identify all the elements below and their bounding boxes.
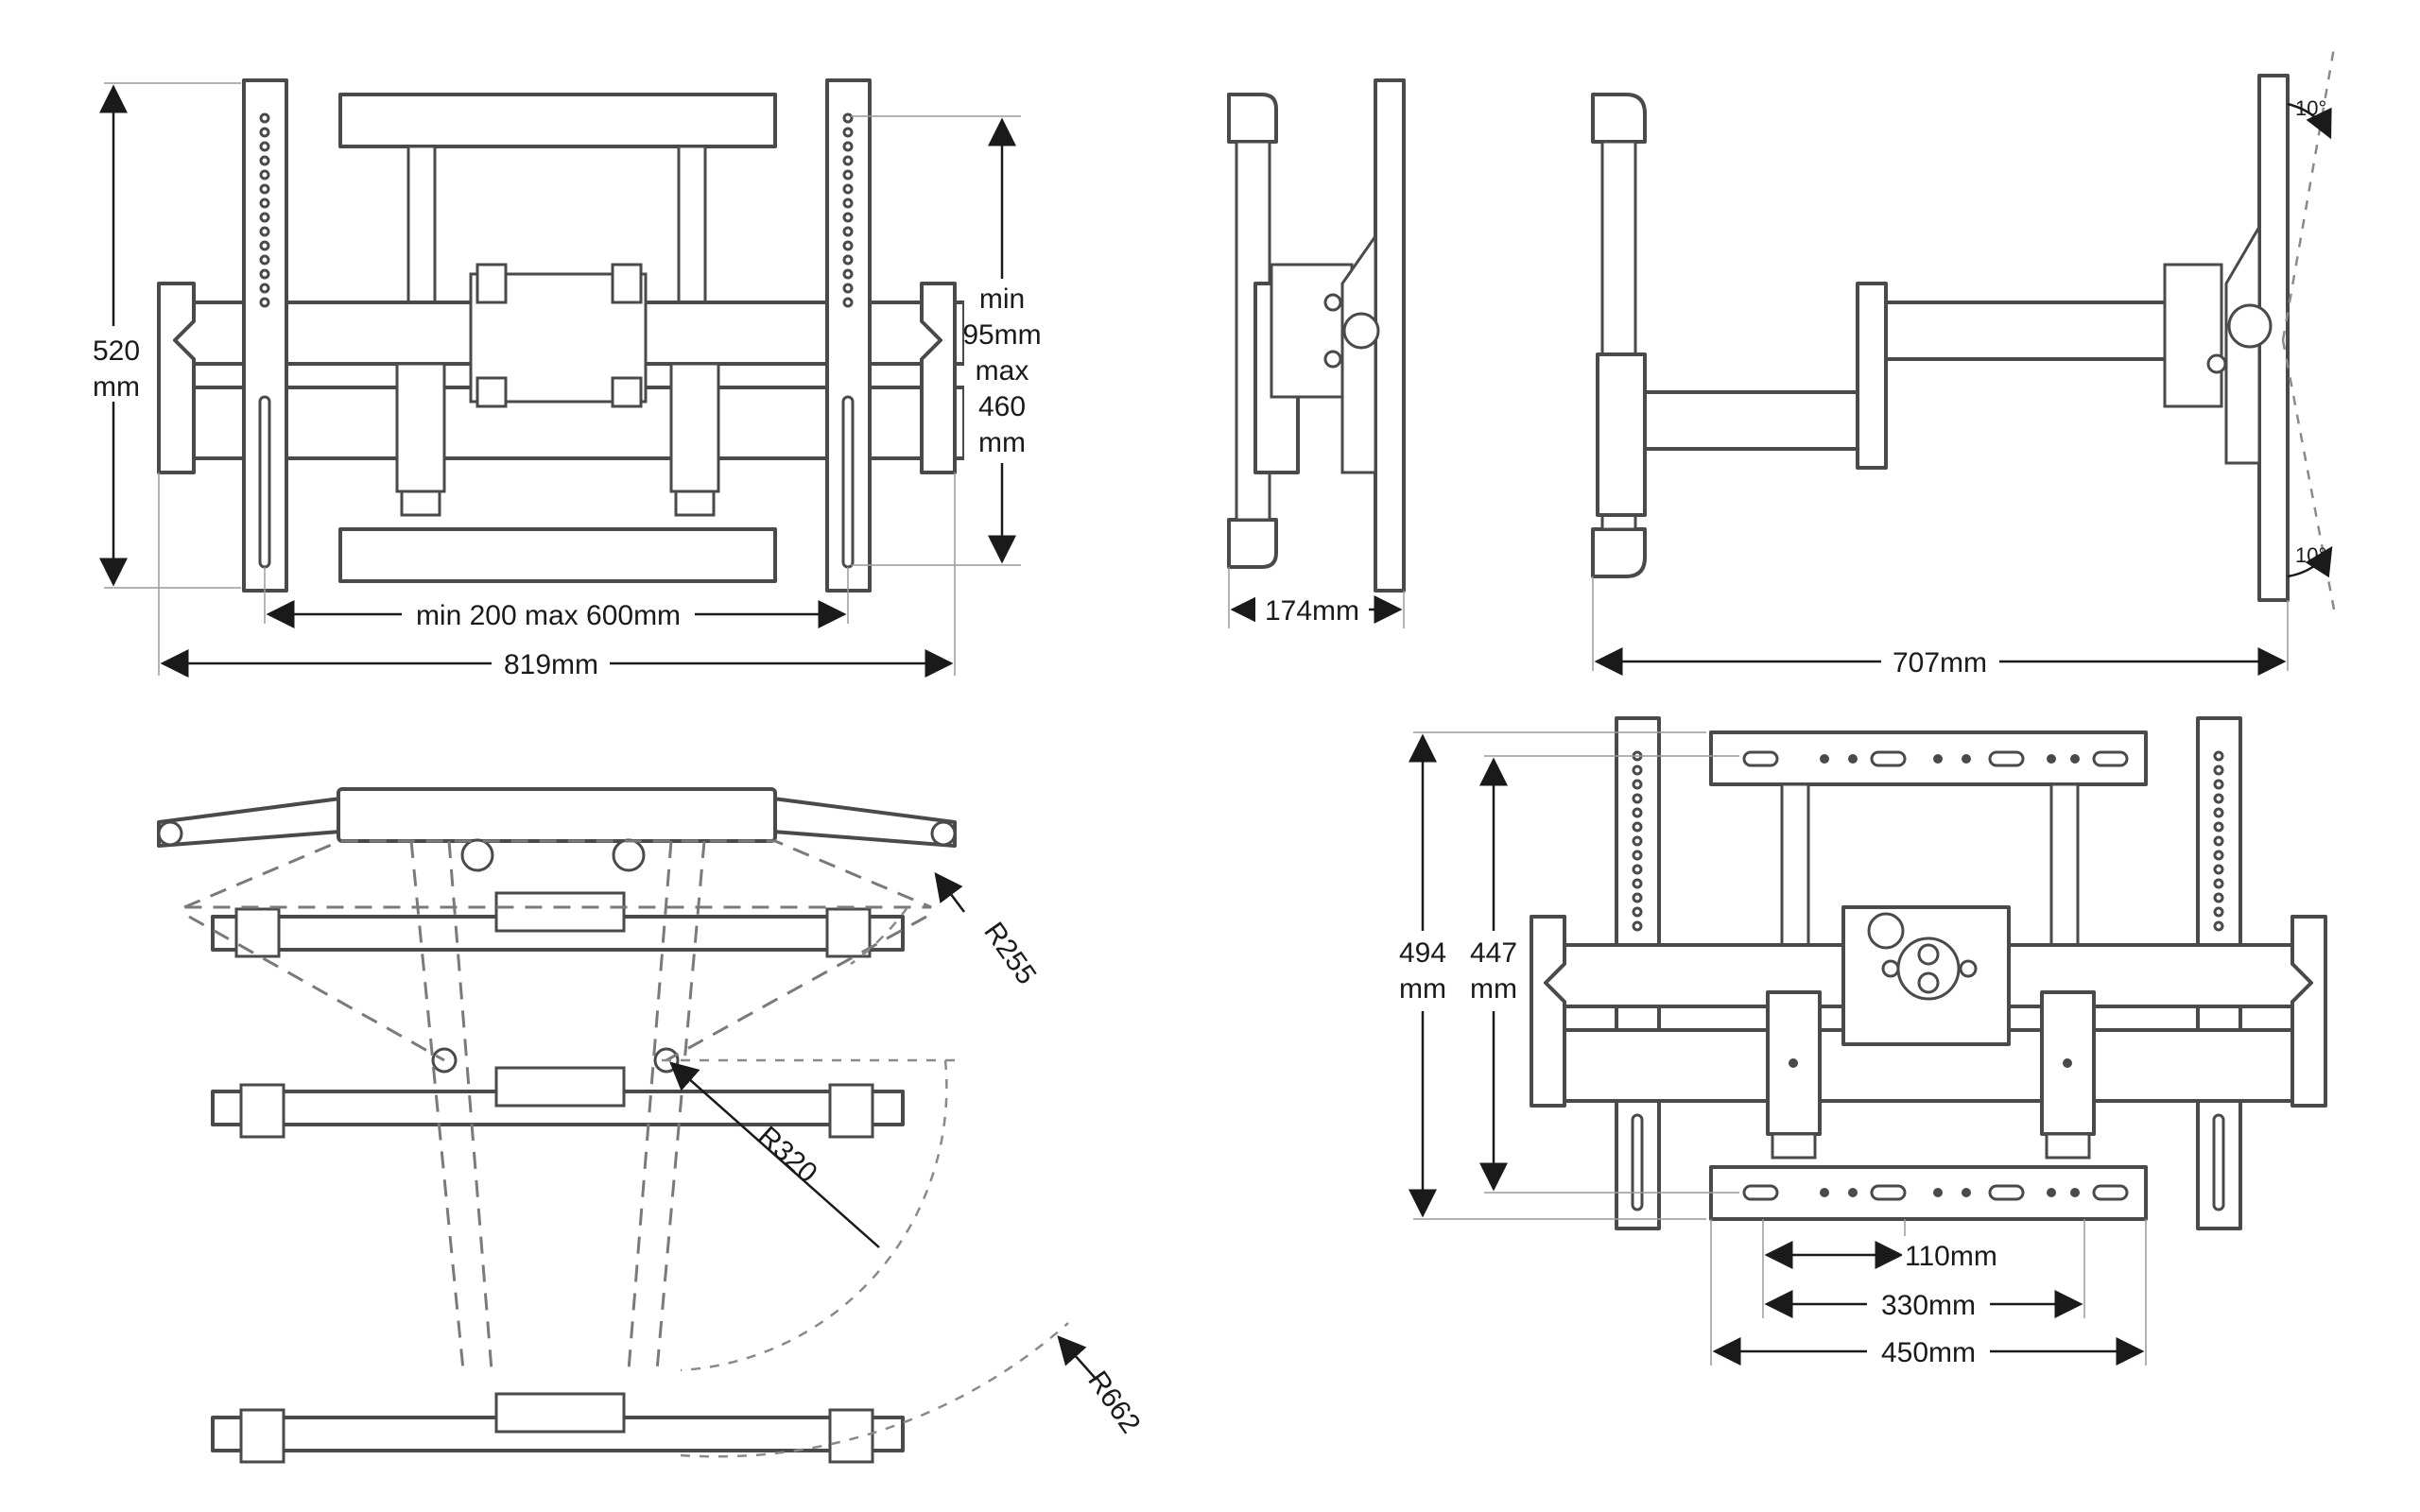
- radius-mid-label: R320: [752, 1121, 822, 1190]
- hole-spacing-large-label: 450mm: [1881, 1337, 1976, 1368]
- side-folded-depth-label: 174mm: [1265, 595, 1359, 627]
- hole-spacing-mid-label: 330mm: [1881, 1290, 1976, 1321]
- front-width-label: 819mm: [504, 649, 598, 680]
- top-view: R255 R320 R662: [157, 787, 1146, 1464]
- side-extended-depth-label: 707mm: [1893, 647, 1987, 679]
- back-right-rail-holes: [2212, 750, 2225, 1211]
- side-extended-upper-arm: [1884, 301, 2171, 361]
- side-extended-wall-pivot: [1596, 352, 1647, 517]
- tilt-up-label: 10°: [2295, 96, 2326, 120]
- back-bottom-plate-holes: [1742, 1184, 2129, 1201]
- front-height-label-value: 520: [93, 335, 140, 367]
- front-vesa-v-label-2: max: [976, 355, 1029, 387]
- tilt-down-label: 10°: [2295, 543, 2326, 567]
- front-top-plate: [338, 93, 777, 148]
- hole-spacing-small-label: 110mm: [1905, 1241, 1997, 1272]
- front-height-label-unit: mm: [93, 371, 140, 403]
- radius-small-label: R255: [977, 917, 1042, 990]
- front-right-rail-holes: [841, 112, 855, 569]
- back-left-rail-holes: [1631, 750, 1644, 1211]
- back-height-outer-unit: mm: [1399, 973, 1446, 1005]
- back-height-outer-value: 494: [1399, 937, 1446, 969]
- side-extended-lower-arm: [1643, 390, 1859, 451]
- front-vesa-v-label-4: mm: [978, 427, 1026, 458]
- side-view-extended: 10° 10° 707mm: [1591, 42, 2337, 680]
- front-vesa-v-label-0: min: [979, 284, 1025, 315]
- back-view: 494 mm 447 mm 110mm 330mm 450mm: [1390, 716, 2327, 1370]
- front-vesa-v-label-3: 460: [978, 391, 1026, 422]
- back-height-inner-unit: mm: [1470, 973, 1517, 1005]
- front-vesa-h-label: min 200 max 600mm: [416, 600, 681, 631]
- front-left-rail-holes: [258, 112, 271, 569]
- top-view-tv-plate: [337, 787, 777, 843]
- back-top-plate-holes: [1742, 750, 2129, 767]
- back-height-inner-value: 447: [1470, 937, 1517, 969]
- front-view: 520 mm min 95mm max 460 mm min 200 max 6…: [83, 78, 1042, 682]
- side-folded-tv-plate: [1374, 78, 1406, 593]
- side-view-folded: 174mm: [1227, 78, 1406, 628]
- radius-large-label: R662: [1081, 1366, 1146, 1439]
- top-view-bar-folded: [211, 915, 905, 952]
- front-vesa-v-label-1: 95mm: [962, 319, 1041, 351]
- front-bottom-plate: [338, 527, 777, 583]
